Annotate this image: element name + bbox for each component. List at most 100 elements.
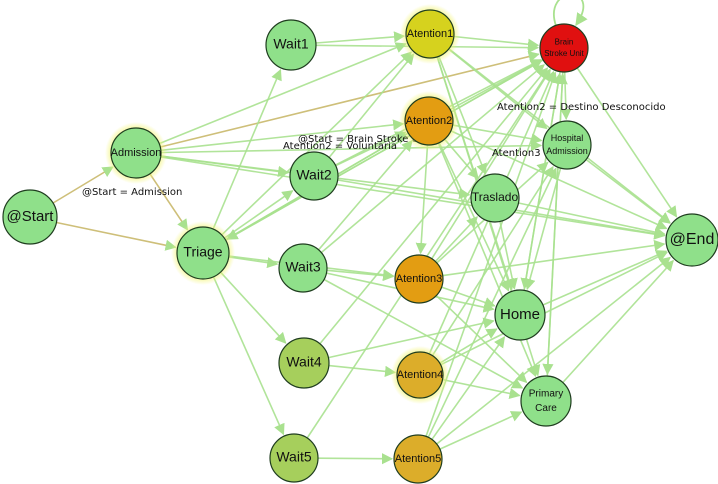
node-circle: [405, 9, 455, 59]
edge-atention2-to-brain-stroke-unit: [449, 59, 543, 111]
edge-traslado-to-end: [518, 202, 666, 238]
edge-brain-stroke-unit-to-triage: [226, 59, 544, 240]
edge-wait4-to-atention4: [328, 364, 397, 377]
node-wait3[interactable]: Wait3: [278, 243, 328, 293]
node-circle: [176, 226, 230, 280]
node-label: Atention4: [397, 369, 443, 381]
node-circle: [110, 127, 162, 179]
node-label: Brain: [555, 37, 574, 46]
node-circle: [278, 243, 328, 293]
edge-traslado-to-home: [499, 221, 518, 290]
edge-triage-to-wait2: [223, 190, 294, 239]
node-label: Home: [500, 306, 540, 323]
edge-admission-to-end: [160, 156, 666, 240]
node-atention3[interactable]: Atention3: [394, 254, 444, 304]
node-end[interactable]: @End: [665, 213, 718, 267]
node-label: Admission: [111, 147, 162, 159]
edge-label-atention2-voluntaria: Atention2 = Voluntaria: [283, 141, 397, 152]
node-atention2[interactable]: Atention2: [399, 91, 459, 151]
node-circle: [289, 151, 339, 201]
node-label: Care: [535, 403, 557, 414]
node-label: @Start: [7, 208, 55, 225]
edge-atention3-to-home: [441, 286, 496, 308]
node-start[interactable]: @Start: [2, 189, 58, 245]
node-label: Triage: [183, 244, 222, 260]
edge-atention2-to-traslado: [443, 138, 479, 180]
edge-admission-to-atention2: [160, 119, 405, 152]
node-wait2[interactable]: Wait2: [289, 151, 339, 201]
node-atention5[interactable]: Atention5: [393, 434, 443, 484]
edge-triage-to-wait3: [228, 256, 279, 269]
edge-label-atention3-hosp: Atention3 =: [492, 148, 552, 159]
edge-atention1-to-traslado: [438, 56, 487, 175]
edge-triage-to-wait4: [220, 271, 287, 344]
node-admission[interactable]: Admission: [105, 122, 167, 184]
edge-wait1-to-atention1: [315, 31, 406, 44]
edge-atention5-to-end: [436, 256, 671, 445]
node-wait1[interactable]: Wait1: [265, 19, 317, 71]
edge-atention5-to-home: [431, 336, 506, 440]
node-atention4[interactable]: Atention4: [391, 346, 449, 404]
node-circle: [269, 433, 319, 483]
node-label: Primary: [529, 388, 563, 399]
edge-atention4-to-end: [440, 251, 668, 366]
edge-brain-stroke-unit-self-loop: [553, 0, 588, 27]
node-label: Atention3: [396, 273, 442, 285]
edge-start-to-triage: [56, 221, 177, 251]
edge-atention2-to-atention3: [415, 144, 429, 255]
edge-atention5-to-primary-care: [439, 411, 523, 450]
edge-wait5-to-atention5: [317, 453, 394, 465]
edge-wait3-to-atention2: [317, 139, 413, 251]
node-circle: [396, 351, 444, 399]
edge-primary-care-to-end: [562, 259, 674, 384]
node-atention1[interactable]: Atention1: [400, 4, 460, 64]
node-circle: [265, 19, 317, 71]
edge-atention4-to-home: [439, 328, 498, 364]
edge-hospital-admission-to-end: [585, 158, 671, 224]
edge-home-to-brain-stroke-unit: [523, 72, 564, 291]
edge-label-start-brain: @Start = Brain Stroke Unit: [298, 134, 432, 145]
edges-layer: [52, 0, 678, 465]
node-circle: [394, 254, 444, 304]
edge-atention3-to-traslado: [434, 216, 478, 263]
node-circle: [278, 337, 330, 389]
edge-wait4-to-home: [328, 317, 495, 359]
edge-wait4-to-brain-stroke-unit: [319, 67, 549, 345]
node-label: Traslado: [472, 190, 519, 204]
node-label: Wait1: [273, 36, 308, 52]
edge-admission-to-atention1: [158, 42, 407, 145]
node-triage[interactable]: Triage: [171, 221, 235, 285]
node-circle: [404, 96, 454, 146]
node-circle: [393, 434, 443, 484]
node-label: Wait4: [286, 354, 321, 370]
node-label: Atention5: [395, 453, 441, 465]
edge-atention5-to-hospital-admission: [427, 167, 557, 438]
edge-atention2-to-hospital-admission: [452, 124, 543, 145]
node-label: Atention1: [407, 28, 453, 40]
edge-wait5-to-brain-stroke-unit: [306, 68, 551, 439]
node-home[interactable]: Home: [494, 289, 546, 341]
node-wait4[interactable]: Wait4: [278, 337, 330, 389]
edge-start-to-admission: [52, 166, 114, 204]
node-wait5[interactable]: Wait5: [269, 433, 319, 483]
node-label: Wait5: [276, 449, 311, 465]
node-label: Wait3: [285, 259, 320, 275]
edge-labels-layer: @Start = Admission @Start = Brain Stroke…: [82, 102, 666, 198]
edge-triage-to-wait1: [212, 68, 282, 230]
node-circle: [542, 120, 592, 170]
node-circle: [2, 189, 58, 245]
node-traslado[interactable]: Traslado: [470, 173, 520, 223]
node-label: Wait2: [296, 167, 331, 183]
edge-atention4-to-hospital-admission: [431, 165, 554, 357]
node-circle: [539, 23, 589, 73]
node-label: Atention2: [406, 115, 452, 127]
edge-atention2-to-end: [450, 130, 668, 230]
edge-triage-to-wait5: [212, 276, 285, 436]
edge-atention4-to-primary-care: [442, 378, 521, 399]
edge-label-start-admission: @Start = Admission: [82, 187, 182, 198]
